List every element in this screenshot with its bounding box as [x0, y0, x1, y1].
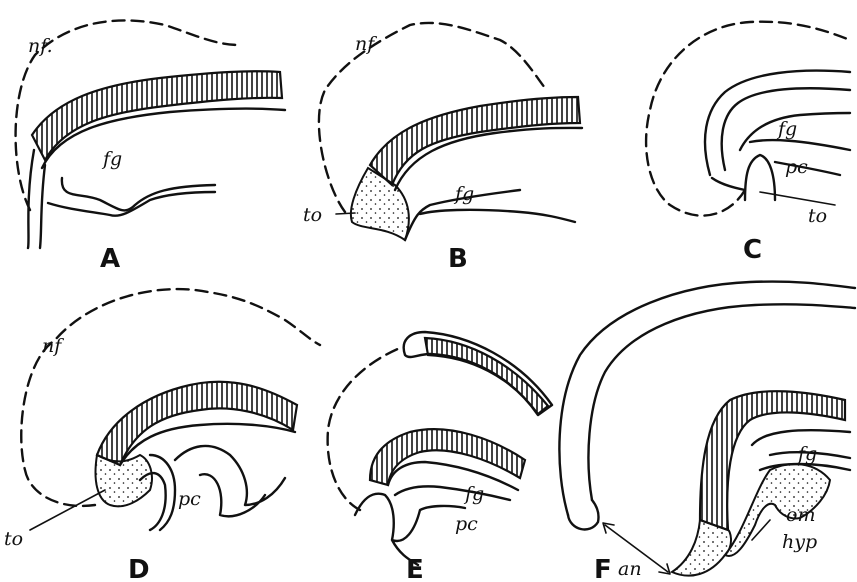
torus-opticus-stippled	[96, 455, 152, 506]
label-fg: fg	[776, 118, 797, 140]
to-pointer-line	[30, 490, 105, 530]
panel-a: nf. fg A	[16, 20, 285, 274]
to-pointer-line	[336, 213, 355, 214]
neural-fold-outline	[328, 348, 400, 510]
neural-plate-hatched	[32, 71, 282, 160]
panel-e: fg pc E	[328, 332, 552, 582]
forebrain-tip	[568, 500, 599, 529]
neural-plate-hatched	[370, 429, 525, 485]
neural-plate-hatched	[700, 391, 845, 530]
label-pc: pc	[785, 156, 808, 178]
panel-f: fg om hyp an F	[559, 282, 855, 582]
foregut-floor-lower	[48, 192, 215, 216]
panel-d: nf pc to D	[4, 289, 320, 582]
label-hyp: hyp	[782, 531, 817, 553]
wall-inner	[40, 165, 45, 248]
panel-label-e: E	[406, 555, 424, 582]
label-pc: pc	[455, 513, 478, 535]
label-fg: fg	[101, 148, 122, 170]
to-pointer-line	[760, 192, 835, 205]
neural-plate-hatched	[97, 382, 297, 465]
label-fg: fg	[453, 183, 474, 205]
label-an: an	[618, 558, 642, 580]
label-to: to	[4, 528, 23, 550]
label-nf: nf.	[28, 35, 53, 57]
label-to: to	[808, 205, 827, 227]
panel-label-a: A	[100, 244, 120, 274]
label-pc: pc	[178, 488, 201, 510]
panel-label-f: F	[594, 555, 612, 582]
wall-outer	[28, 150, 34, 248]
panel-b: nf fg to B	[303, 23, 582, 274]
label-nf: nf	[42, 335, 64, 357]
foregut-floor	[750, 140, 850, 150]
pc-outline	[712, 162, 840, 190]
label-nf: nf	[355, 33, 377, 55]
panel-label-c: C	[743, 235, 762, 265]
panel-label-d: D	[128, 555, 150, 582]
label-fg: fg	[463, 483, 484, 505]
foregut-floor	[395, 486, 510, 500]
label-to: to	[303, 204, 322, 226]
neural-plate-hatched	[370, 97, 580, 185]
foregut-floor	[420, 210, 575, 222]
panel-label-b: B	[448, 244, 468, 274]
label-om: om	[786, 504, 815, 526]
label-fg: fg	[796, 443, 817, 465]
neural-fold-outline	[646, 22, 850, 216]
panel-c: fg pc to C	[646, 22, 850, 265]
